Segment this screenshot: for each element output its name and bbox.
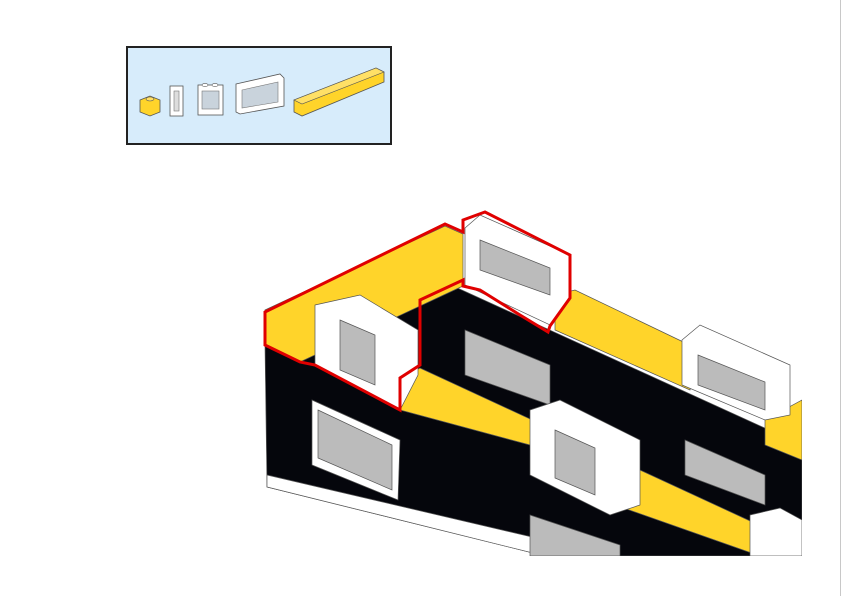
page-edge-line: [840, 0, 841, 596]
white-window-frame-icon: [169, 85, 184, 117]
parts-list-box: [126, 46, 392, 145]
yellow-1x8-brick-icon: [293, 67, 385, 117]
white-1x4-window-icon: [235, 73, 285, 115]
white-1x2-window-icon: [197, 83, 224, 116]
yellow-1x1-brick-icon: [139, 95, 161, 117]
